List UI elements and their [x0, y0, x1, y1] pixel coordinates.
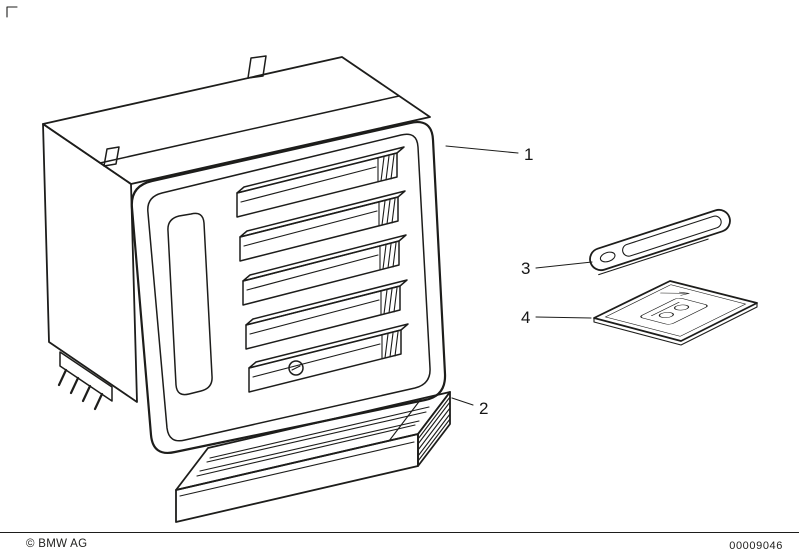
case-top-grooves	[196, 406, 430, 477]
callout-3-leader	[535, 261, 593, 269]
cassette-detail-lines	[252, 331, 399, 378]
cassette-detail-lines	[249, 287, 398, 335]
cassette-slot-2	[239, 190, 406, 262]
callout-3-label[interactable]: 3	[521, 259, 530, 278]
chassis-top-seam	[99, 95, 400, 164]
sheet-arrow	[660, 291, 690, 296]
cassette-front	[236, 152, 398, 218]
cassette-slot-3	[242, 234, 407, 306]
instruction-sheet-drawing	[593, 280, 758, 346]
cassette-front	[245, 285, 401, 350]
case-end-ribs	[417, 396, 451, 462]
document-number: 00009046	[729, 540, 783, 552]
case-lid-seam	[388, 398, 422, 442]
tool-thickness-line	[598, 238, 709, 276]
cassette-front	[239, 196, 399, 262]
cassette-front	[248, 329, 402, 393]
cassette-slot-5	[248, 323, 409, 393]
cassette-front	[242, 240, 400, 306]
callout-1-leader	[445, 145, 519, 154]
tool-pad	[599, 251, 616, 263]
corner-mark	[6, 6, 18, 18]
callout-4-label[interactable]: 4	[521, 308, 530, 327]
callout-1-label[interactable]: 1	[524, 145, 533, 164]
chassis-rear-latch	[247, 55, 267, 79]
cassette-detail-lines	[243, 198, 396, 247]
sheet-cassette-window-line	[650, 302, 680, 316]
callout-1[interactable]: 1	[445, 145, 533, 164]
bezel-inner-edge	[147, 133, 431, 442]
case-front-line	[179, 441, 415, 497]
chassis-front-latch	[103, 146, 120, 167]
cassette-detail-lines	[240, 154, 395, 203]
callout-4[interactable]: 4	[521, 308, 592, 327]
cassette-case-drawing	[175, 391, 451, 523]
chassis-left-face	[42, 123, 138, 403]
sheet-cassette-hub-right	[674, 304, 690, 311]
bezel-outer-edge	[130, 121, 447, 454]
chassis	[42, 55, 431, 411]
tool-channel	[622, 215, 722, 257]
callout-2-label[interactable]: 2	[479, 399, 488, 418]
cassette-slot-1	[236, 146, 405, 218]
sheet-artwork	[604, 284, 747, 337]
sheet-cassette-sketch	[640, 298, 708, 325]
case-top-face	[175, 391, 451, 491]
callout-2[interactable]: 2	[451, 397, 488, 418]
connector-block	[59, 351, 113, 402]
sheet-thickness	[593, 302, 758, 346]
callout-2-leader	[451, 397, 474, 406]
footer-divider	[0, 532, 799, 533]
callout-4-leader	[535, 316, 592, 319]
callout-3[interactable]: 3	[521, 259, 593, 278]
sheet-outline	[593, 280, 758, 342]
copyright-text: © BMW AG	[26, 538, 88, 550]
cassette-slots	[236, 146, 409, 393]
cassette-detail-lines	[246, 242, 397, 291]
cassette-slot-4	[245, 279, 408, 350]
lock-button	[288, 360, 304, 376]
sheet-cassette-hub-left	[658, 312, 674, 318]
main-unit-drawing	[42, 55, 447, 454]
connector-pins	[57, 368, 104, 411]
sheet-inner-border	[604, 284, 747, 337]
side-trim-panel	[167, 212, 213, 396]
front-bezel	[130, 121, 447, 454]
lock-slot	[291, 365, 301, 371]
cleaning-tool-drawing	[589, 208, 731, 276]
chassis-top-face	[42, 56, 431, 185]
